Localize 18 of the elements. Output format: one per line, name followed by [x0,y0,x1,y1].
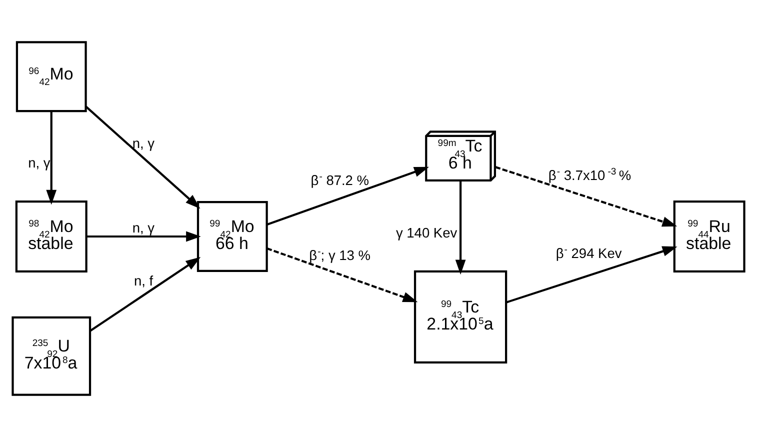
arrow [506,246,678,303]
edge-label: n, γ [132,135,155,150]
arrow [266,246,418,302]
arrow [86,230,201,242]
edge-label: γ 140 Kev [396,224,458,240]
arrow [46,110,57,204]
arrow [455,180,466,274]
arrow [266,166,430,226]
edge-label: β$^{-}$; γ 13 % [309,246,370,263]
edge-label: n, γ [132,220,155,236]
edge-label: β$^{-}$ 294 Kev [556,244,622,261]
arrow [85,105,200,208]
edge-label: n, γ [28,155,50,170]
edge-label: n, f [134,273,154,288]
arrow [495,166,678,226]
edge-label: β$^{-}$ 3.7x10$^{-3}$ % [548,166,632,182]
arrow [90,256,201,332]
edge-label: β$^{-}$ 87.2 % [310,171,370,188]
